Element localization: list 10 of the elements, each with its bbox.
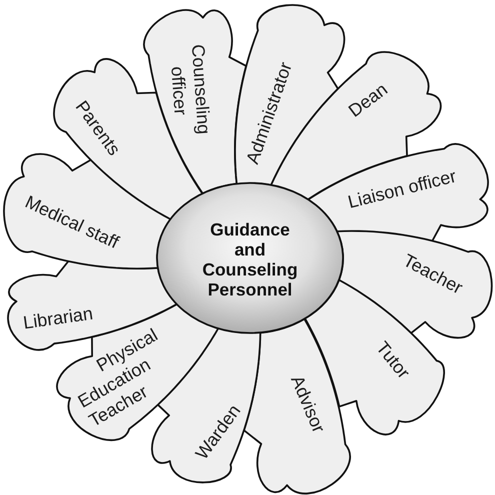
center-label: Guidance and Counseling Personnel: [201, 220, 299, 300]
petal-label: Counseling officer: [166, 42, 216, 137]
petal-label: Librarian: [22, 302, 94, 334]
petal: [234, 4, 345, 186]
petal: [336, 230, 493, 339]
petal: [243, 318, 352, 494]
center-ellipse: [156, 182, 344, 334]
petal: [142, 9, 247, 195]
petal-label: Liaison officer: [346, 164, 458, 214]
petal: [306, 142, 489, 242]
